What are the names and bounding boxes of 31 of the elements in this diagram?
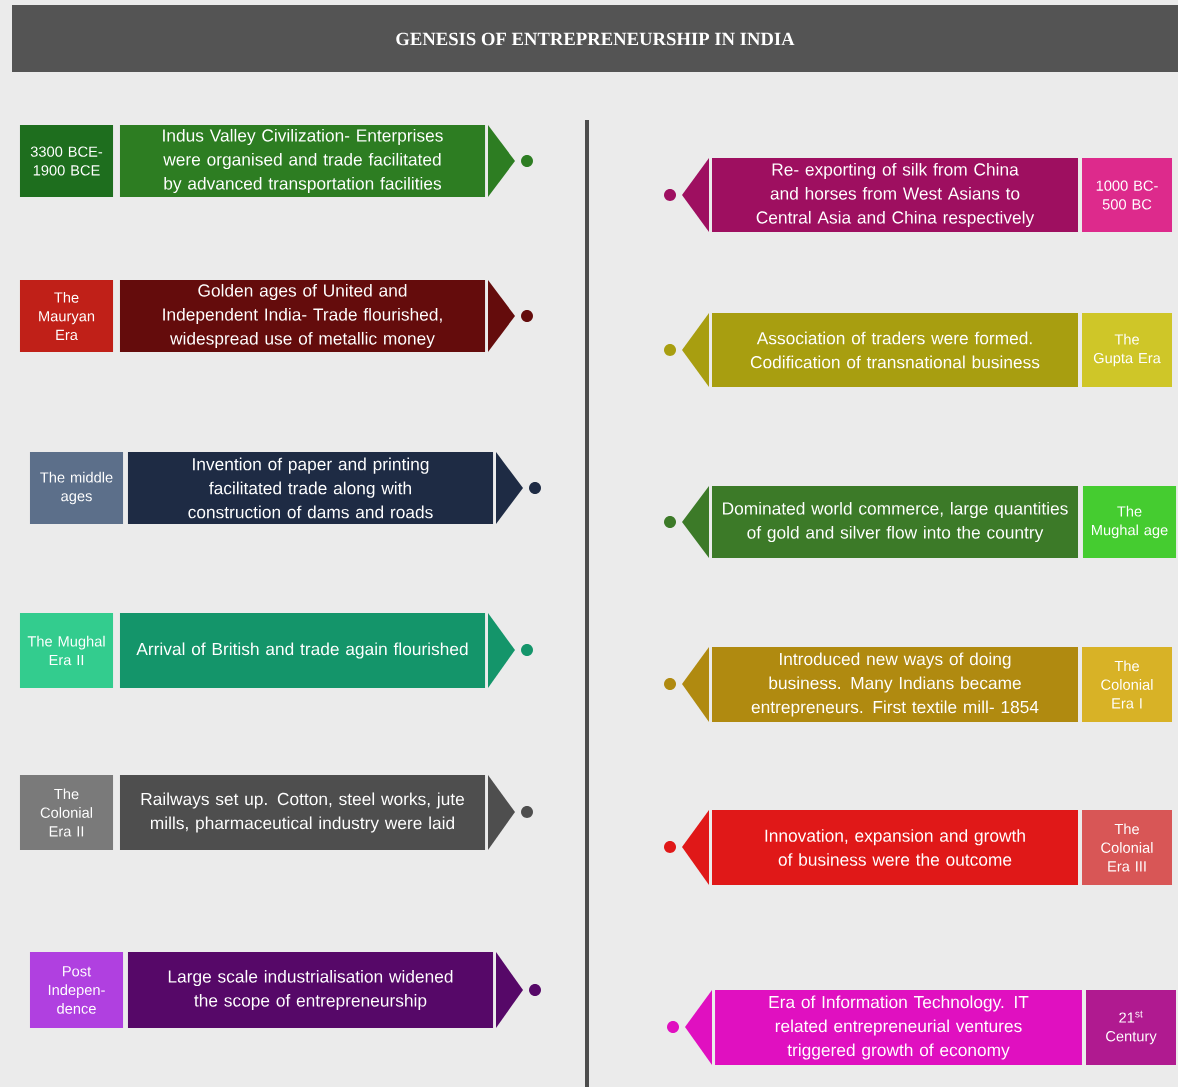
- era-box: The Mauryan Era: [19, 280, 114, 352]
- era-box: 1000 BC- 500 BC: [1082, 158, 1172, 232]
- description-box: Association of traders were formed. Codification of transnational business: [712, 313, 1078, 387]
- description-box: Era of Information Technology. IT related entrepreneurial ventures triggered growth of economy: [715, 990, 1082, 1065]
- description-box: Arrival of British and trade again flourished: [119, 613, 486, 688]
- description-box: Large scale industrialisation widened the scope of entrepreneurship: [127, 952, 494, 1028]
- node-label: Golden ages of United and Independent India- Trade flourished, widespread use of metallic money: [163, 283, 442, 349]
- description-box: Introduced new ways of doing business. Many Indians became entrepreneurs. First textile mill- 1854: [712, 647, 1078, 722]
- description-box: Golden ages of United and Independent India- Trade flourished, widespread use of metallic money: [119, 280, 486, 352]
- description-box: Dominated world commerce, large quantities of gold and silver flow into the country: [712, 486, 1078, 558]
- era-box: The Mughal Era II: [19, 613, 114, 688]
- node-label: Indus Valley Civilization- Enterprises were organised and trade facilitated by advanced transportation facilities: [163, 128, 443, 194]
- era-box: The Colonial Era III: [1082, 810, 1172, 885]
- node-label: Arrival of British and trade again flourished: [136, 642, 468, 659]
- era-box: The Gupta Era: [1082, 313, 1172, 387]
- era-box: The Colonial Era II: [19, 775, 114, 850]
- description-box: Invention of paper and printing facilitated trade along with construction of dams and roads: [127, 452, 494, 524]
- description-box: Indus Valley Civilization- Enterprises were organised and trade facilitated by advanced transportation facilities: [119, 125, 486, 197]
- era-box: 21$^{st}$ Century: [1086, 990, 1176, 1065]
- description-box: Railways set up. Cotton, steel works, jute mills, pharmaceutical industry were laid: [119, 775, 486, 850]
- node-label: Invention of paper and printing facilitated trade along with construction of dams and roads: [188, 457, 433, 519]
- era-box: The middle ages: [29, 452, 124, 524]
- title-bar: GENESIS OF ENTREPRENEURSHIP IN INDIA: [12, 5, 1178, 72]
- era-box: The Mughal age: [1082, 486, 1177, 558]
- era-box: The Colonial Era I: [1082, 647, 1172, 722]
- description-box: Re- exporting of silk from China and horses from West Asians to Central Asia and China respectively: [712, 158, 1078, 232]
- era-box: 3300 BCE- 1900 BCE: [19, 125, 114, 197]
- era-box: Post Indepen-dence: [29, 952, 124, 1028]
- node-label: Large scale industrialisation widened the scope of entrepreneurship: [168, 969, 453, 1011]
- description-box: Innovation, expansion and growth of business were the outcome: [712, 810, 1078, 885]
- node-label: Railways set up. Cotton, steel works, jute mills, pharmaceutical industry were laid: [141, 792, 465, 833]
